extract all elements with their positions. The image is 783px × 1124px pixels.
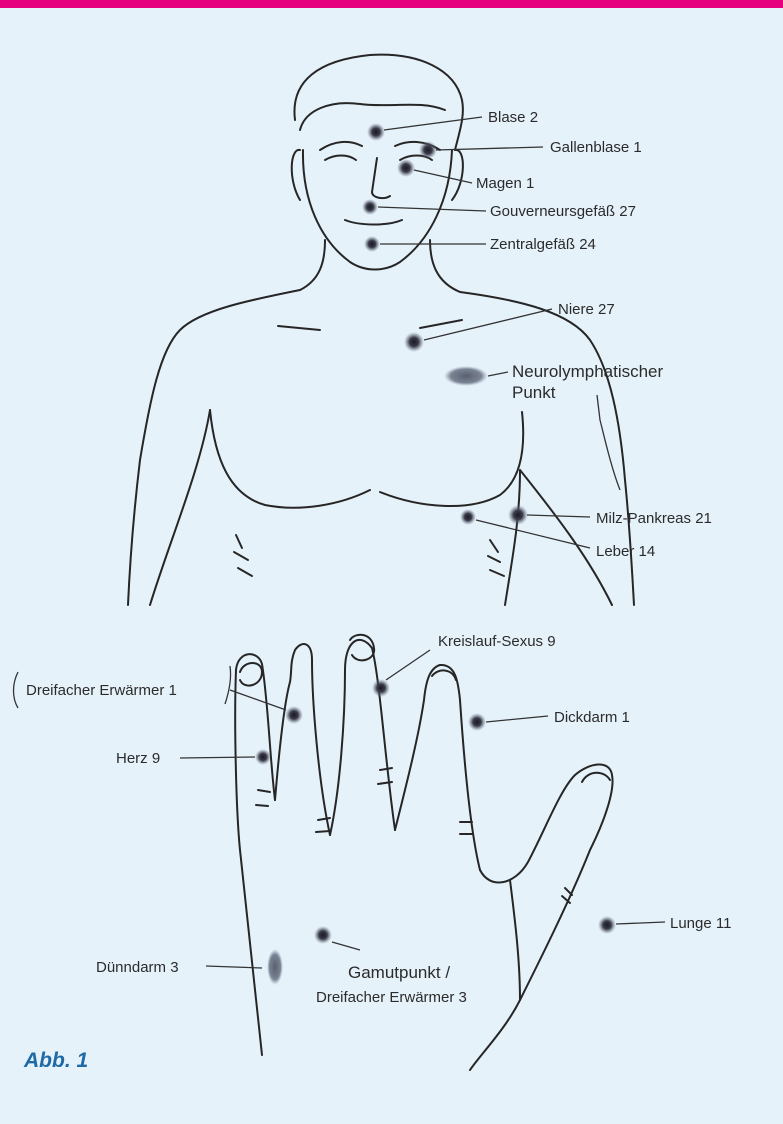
point-herz bbox=[255, 749, 271, 765]
label-niere: Niere 27 bbox=[558, 301, 615, 318]
label-leber: Leber 14 bbox=[596, 543, 655, 560]
label-herz: Herz 9 bbox=[116, 750, 160, 767]
label-gamut-1: Gamutpunkt / bbox=[348, 963, 450, 982]
point-blase bbox=[367, 123, 385, 141]
label-gallenblase: Gallenblase 1 bbox=[550, 139, 642, 156]
point-gouverneursgefaess bbox=[362, 199, 378, 215]
label-neurolymphatic-1: Neurolymphatischer bbox=[512, 362, 664, 381]
label-blase: Blase 2 bbox=[488, 109, 538, 126]
figure-caption: Abb. 1 bbox=[24, 1049, 88, 1073]
label-kreislauf: Kreislauf-Sexus 9 bbox=[438, 633, 556, 650]
point-dickdarm bbox=[468, 713, 486, 731]
point-duenndarm bbox=[267, 949, 283, 985]
label-milz: Milz-Pankreas 21 bbox=[596, 510, 712, 527]
label-dreifach1: Dreifacher Erwärmer 1 bbox=[26, 682, 177, 699]
label-magen: Magen 1 bbox=[476, 175, 534, 192]
point-neurolymphatic bbox=[444, 366, 488, 386]
point-gallenblase bbox=[419, 141, 437, 159]
label-duenndarm: Dünndarm 3 bbox=[96, 959, 179, 976]
label-lunge: Lunge 11 bbox=[670, 915, 731, 932]
point-lunge bbox=[598, 916, 616, 934]
point-niere bbox=[404, 332, 424, 352]
point-kreislauf bbox=[372, 679, 390, 697]
label-neurolymphatic-2: Punkt bbox=[512, 383, 556, 402]
label-gamut-2: Dreifacher Erwärmer 3 bbox=[316, 989, 467, 1006]
label-zentralgefaess: Zentralgefäß 24 bbox=[490, 236, 596, 253]
point-magen bbox=[397, 159, 415, 177]
point-dreifach1 bbox=[285, 706, 303, 724]
point-gamut bbox=[314, 926, 332, 944]
point-leber bbox=[460, 509, 476, 525]
point-zentralgefaess bbox=[364, 236, 380, 252]
upper-labels: Blase 2 Gallenblase 1 Magen 1 Gouverneur… bbox=[476, 109, 712, 560]
label-gouverneursgefaess: Gouverneursgefäß 27 bbox=[490, 203, 636, 220]
label-dickdarm: Dickdarm 1 bbox=[554, 709, 630, 726]
point-milz bbox=[508, 505, 528, 525]
